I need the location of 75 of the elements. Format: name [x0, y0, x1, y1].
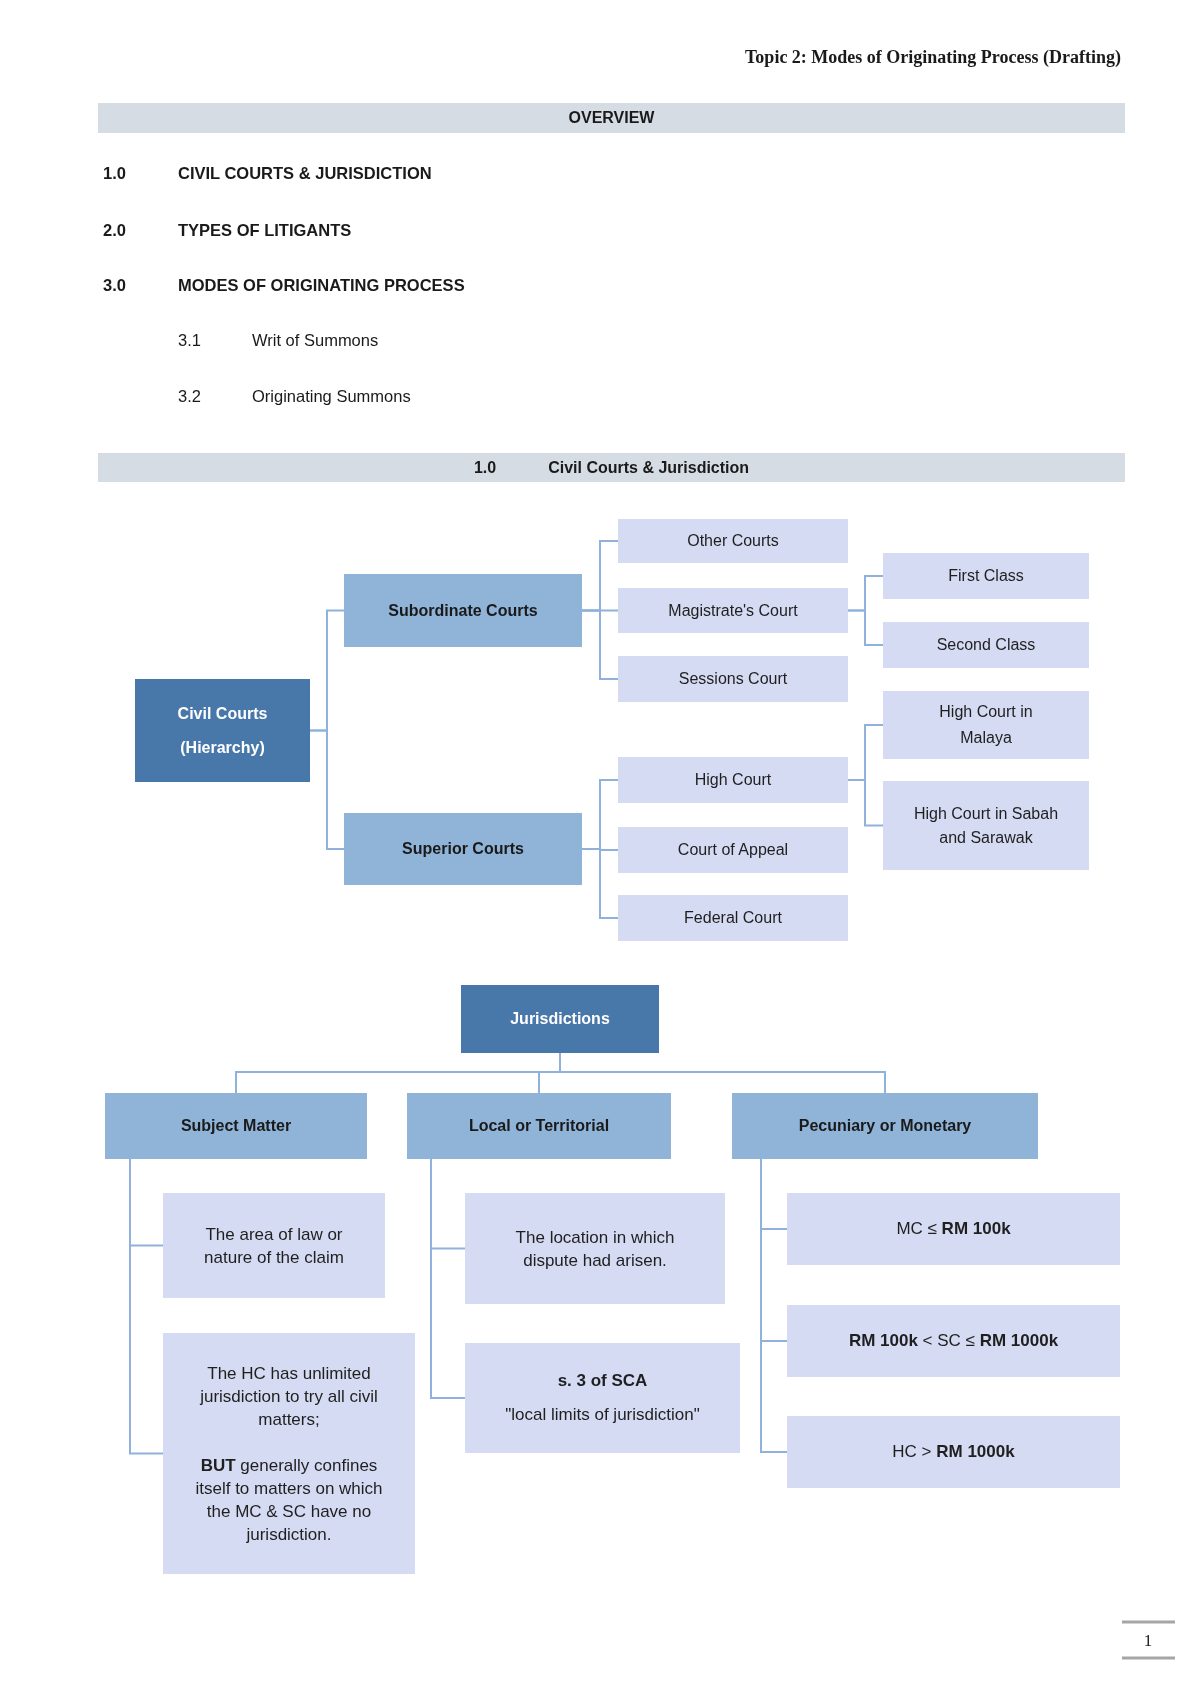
item-box [618, 757, 848, 803]
root-box [461, 985, 659, 1053]
item-box [163, 1333, 415, 1574]
section-heading: CIVIL COURTS & JURISDICTION [178, 163, 432, 183]
section-number: 1.0 [103, 163, 126, 183]
node-text: High Court [694, 770, 772, 791]
node-text: The location in which dispute had arisen. [514, 1226, 676, 1272]
item-box [787, 1305, 1120, 1377]
section-heading: TYPES OF LITIGANTS [178, 220, 352, 240]
item-box [618, 588, 848, 633]
item-box [465, 1193, 725, 1304]
item-box [618, 895, 848, 941]
section-heading: MODES OF ORIGINATING PROCESS [178, 275, 465, 295]
node-text: The area of law or nature of the claim [203, 1223, 345, 1269]
root-box [135, 679, 310, 782]
band-title: Civil Courts & Jurisdiction [548, 457, 750, 478]
item-box [163, 1193, 385, 1298]
section-number: 2.0 [103, 220, 126, 240]
connector-line [760, 1158, 788, 1453]
node-text: Subordinate Courts [388, 600, 538, 621]
node-text: High Court in Sabah and Sarawak [912, 803, 1060, 848]
node-text: Magistrate's Court [668, 600, 798, 621]
item-box [618, 827, 848, 873]
node-text: First Class [948, 566, 1024, 587]
node-text: Other Courts [687, 531, 779, 552]
subsection-number: 3.1 [178, 330, 201, 350]
node-text: MC ≤ RM 100k [896, 1217, 1011, 1240]
band-title: OVERVIEW [568, 108, 655, 129]
item-box [883, 553, 1089, 599]
category-box [344, 813, 582, 885]
node-text: Civil Courts (Hierarchy) [176, 703, 269, 758]
node-text: Second Class [936, 635, 1036, 656]
node-text: "local limits of jurisdiction" [505, 1404, 700, 1426]
node-text: Superior Courts [402, 839, 524, 860]
item-box [787, 1193, 1120, 1265]
node-text: High Court in Malaya [938, 702, 1034, 748]
connector-line [581, 609, 619, 680]
page-header-title: Topic 2: Modes of Originating Process (Drafting) [745, 46, 1121, 68]
connector-line [309, 729, 345, 850]
connector-line [581, 848, 619, 919]
item-box [618, 656, 848, 702]
item-box [883, 691, 1089, 759]
category-box [732, 1093, 1038, 1159]
item-box [618, 519, 848, 563]
node-text: The HC has unlimited jurisdiction to try all civil matters; [198, 1362, 379, 1431]
connector-line [430, 1158, 466, 1399]
connector-line [847, 609, 884, 646]
item-box [465, 1343, 740, 1453]
node-text: s. 3 of SCA [557, 1370, 648, 1392]
node-text: Sessions Court [678, 669, 788, 690]
node-text: HC > RM 1000k [892, 1440, 1015, 1463]
node-text: Local or Territorial [468, 1116, 610, 1137]
page-number: 1 [1142, 1631, 1154, 1651]
section-band [98, 453, 1125, 482]
subsection-title: Originating Summons [252, 386, 411, 406]
item-box [883, 781, 1089, 870]
subsection-title: Writ of Summons [252, 330, 379, 350]
category-box [344, 574, 582, 647]
band-title: 1.0 [473, 457, 497, 478]
node-text: Subject Matter [180, 1116, 292, 1137]
category-box [105, 1093, 367, 1159]
section-band [98, 103, 1125, 133]
category-box [407, 1093, 671, 1159]
item-box [787, 1416, 1120, 1488]
section-number: 3.0 [103, 275, 126, 295]
connector-line [559, 1052, 886, 1094]
item-box [883, 622, 1089, 668]
node-text: Federal Court [684, 908, 782, 929]
node-text: Pecuniary or Monetary [798, 1116, 972, 1137]
node-text: Jurisdictions [510, 1009, 610, 1030]
connector-line [129, 1158, 164, 1455]
node-text: RM 100k < SC ≤ RM 1000k [848, 1329, 1059, 1352]
node-text: Court of Appeal [677, 840, 789, 861]
node-text: BUT generally confines itself to matters on which the MC & SC have no jurisdiction. [194, 1454, 384, 1546]
subsection-number: 3.2 [178, 386, 201, 406]
